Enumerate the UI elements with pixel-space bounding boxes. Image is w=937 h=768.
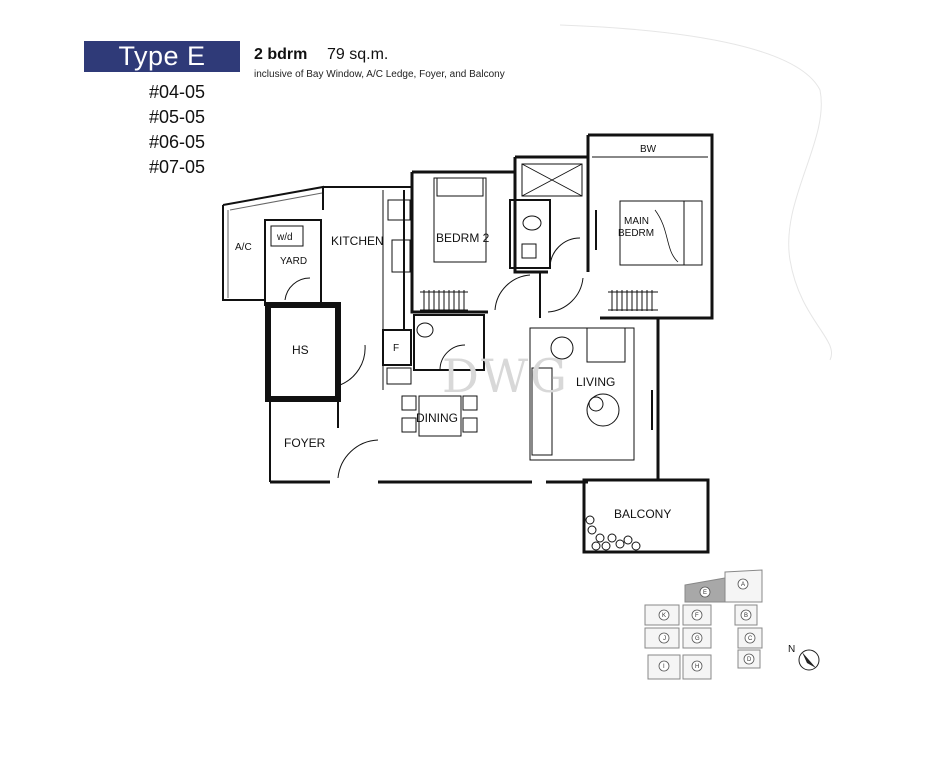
key-label-i: I <box>663 664 665 670</box>
label-balcony: BALCONY <box>614 507 671 521</box>
key-plan-labels: A B C D E F G H I J K <box>658 578 756 672</box>
label-yard: YARD <box>280 256 307 267</box>
key-label-k: K <box>662 613 666 619</box>
label-household-shelter: HS <box>292 343 309 357</box>
label-bay-window: BW <box>640 144 657 155</box>
inclusive-note: inclusive of Bay Window, A/C Ledge, Foye… <box>254 69 505 80</box>
key-label-e: E <box>703 590 707 596</box>
label-kitchen: KITCHEN <box>331 234 384 248</box>
unit-number: #06-05 <box>149 132 206 152</box>
label-washer-dryer: w/d <box>276 232 293 243</box>
label-main-bedroom-line1: MAIN <box>624 216 649 227</box>
site-outline <box>559 24 833 361</box>
label-bedroom-2: BEDRM 2 <box>436 231 490 245</box>
label-foyer: FOYER <box>284 436 326 450</box>
unit-number-list: #04-05 #05-05 #06-05 #07-05 <box>149 80 205 180</box>
bedroom-count: 2 bdrm <box>254 46 308 63</box>
key-label-f: F <box>695 613 699 619</box>
unit-type-badge: Type E <box>84 41 240 72</box>
label-living: LIVING <box>576 375 615 389</box>
north-label: N <box>788 644 795 655</box>
key-label-c: C <box>748 636 753 642</box>
unit-number: #07-05 <box>149 157 206 177</box>
watermark: DWG <box>442 349 569 403</box>
key-label-j: J <box>663 636 666 642</box>
unit-number: #04-05 <box>149 82 206 102</box>
label-ac-ledge: A/C <box>235 242 252 253</box>
floor-plan-walls <box>222 133 714 554</box>
unit-number: #05-05 <box>149 107 206 127</box>
key-label-g: G <box>695 636 700 642</box>
key-label-a: A <box>741 582 745 588</box>
label-fridge: F <box>393 343 399 354</box>
key-label-h: H <box>695 664 699 670</box>
key-label-d: D <box>747 657 752 663</box>
label-main-bedroom-line2: BEDRM <box>618 228 654 239</box>
north-arrow-icon <box>798 649 820 671</box>
label-dining: DINING <box>416 411 458 425</box>
unit-area: 79 sq.m. <box>327 46 389 63</box>
key-label-b: B <box>744 613 748 619</box>
